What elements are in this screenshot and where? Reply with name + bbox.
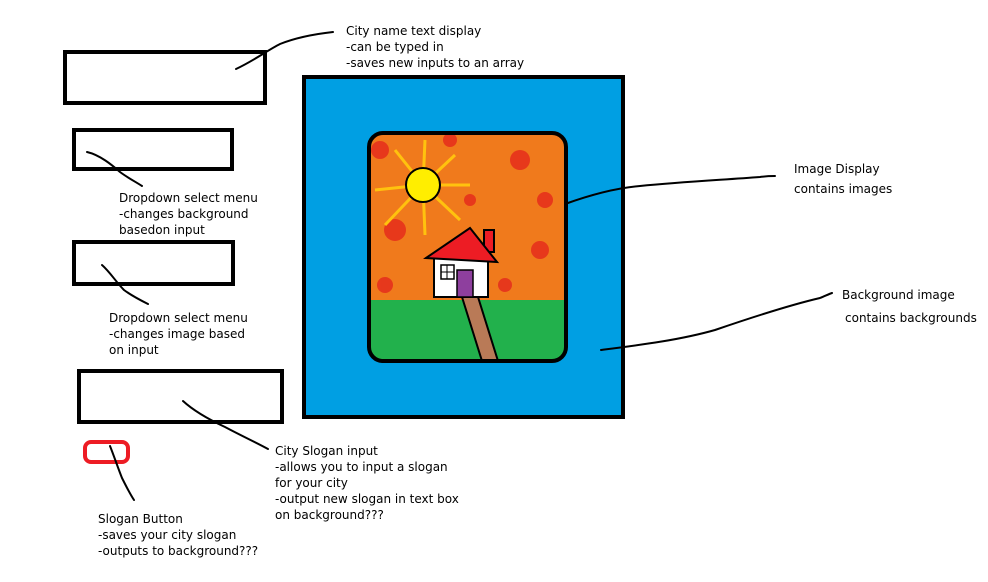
house-icon (423, 226, 500, 298)
note-line: basedon input (119, 223, 205, 237)
note-line: for your city (275, 476, 348, 490)
note-line: on background??? (275, 508, 384, 522)
note-image-dropdown: Dropdown select menu -changes image base… (109, 310, 248, 358)
note-line: contains backgrounds (845, 311, 977, 325)
note-title: Background image (842, 288, 955, 302)
image-dropdown-box[interactable] (72, 240, 235, 286)
note-line: -output new slogan in text box (275, 492, 459, 506)
door (456, 269, 474, 298)
note-line: -outputs to background??? (98, 544, 259, 558)
note-line: -changes background (119, 207, 249, 221)
connector-slogan-button (109, 445, 135, 501)
note-line: on input (109, 343, 159, 357)
note-city-name: City name text display -can be typed in … (346, 23, 524, 71)
slogan-input-box[interactable] (77, 369, 284, 424)
note-line: contains images (794, 182, 893, 196)
note-background-dropdown: Dropdown select menu -changes background… (119, 190, 258, 238)
roof (423, 226, 500, 264)
connector-background-dropdown (86, 151, 143, 187)
note-title: City name text display (346, 24, 482, 38)
note-line: -changes image based (109, 327, 245, 341)
connector-image-dropdown (101, 264, 149, 305)
connector-slogan-input (182, 400, 269, 450)
note-title: Dropdown select menu (109, 311, 248, 325)
image-display-frame (367, 131, 568, 363)
note-background-image: Background image contains backgrounds (842, 284, 977, 330)
city-name-display-box[interactable] (63, 50, 267, 105)
note-line: -saves your city slogan (98, 528, 237, 542)
note-line: -allows you to input a slogan (275, 460, 448, 474)
connector-image-display (564, 175, 776, 205)
note-image-display: Image Display contains images (794, 159, 892, 199)
note-slogan-input: City Slogan input -allows you to input a… (275, 443, 459, 523)
note-line: -can be typed in (346, 40, 444, 54)
note-title: City Slogan input (275, 444, 378, 458)
note-title: Image Display (794, 162, 880, 176)
connector-city-name (235, 31, 334, 70)
connector-lines (86, 31, 833, 501)
sun-icon (405, 167, 441, 203)
slogan-button[interactable] (83, 440, 130, 464)
note-title: Dropdown select menu (119, 191, 258, 205)
note-slogan-button: Slogan Button -saves your city slogan -o… (98, 511, 258, 559)
background-dropdown-box[interactable] (72, 128, 234, 171)
connector-background-image (600, 292, 833, 351)
note-title: Slogan Button (98, 512, 183, 526)
note-line: -saves new inputs to an array (346, 56, 525, 70)
image-display-panel (369, 133, 566, 361)
